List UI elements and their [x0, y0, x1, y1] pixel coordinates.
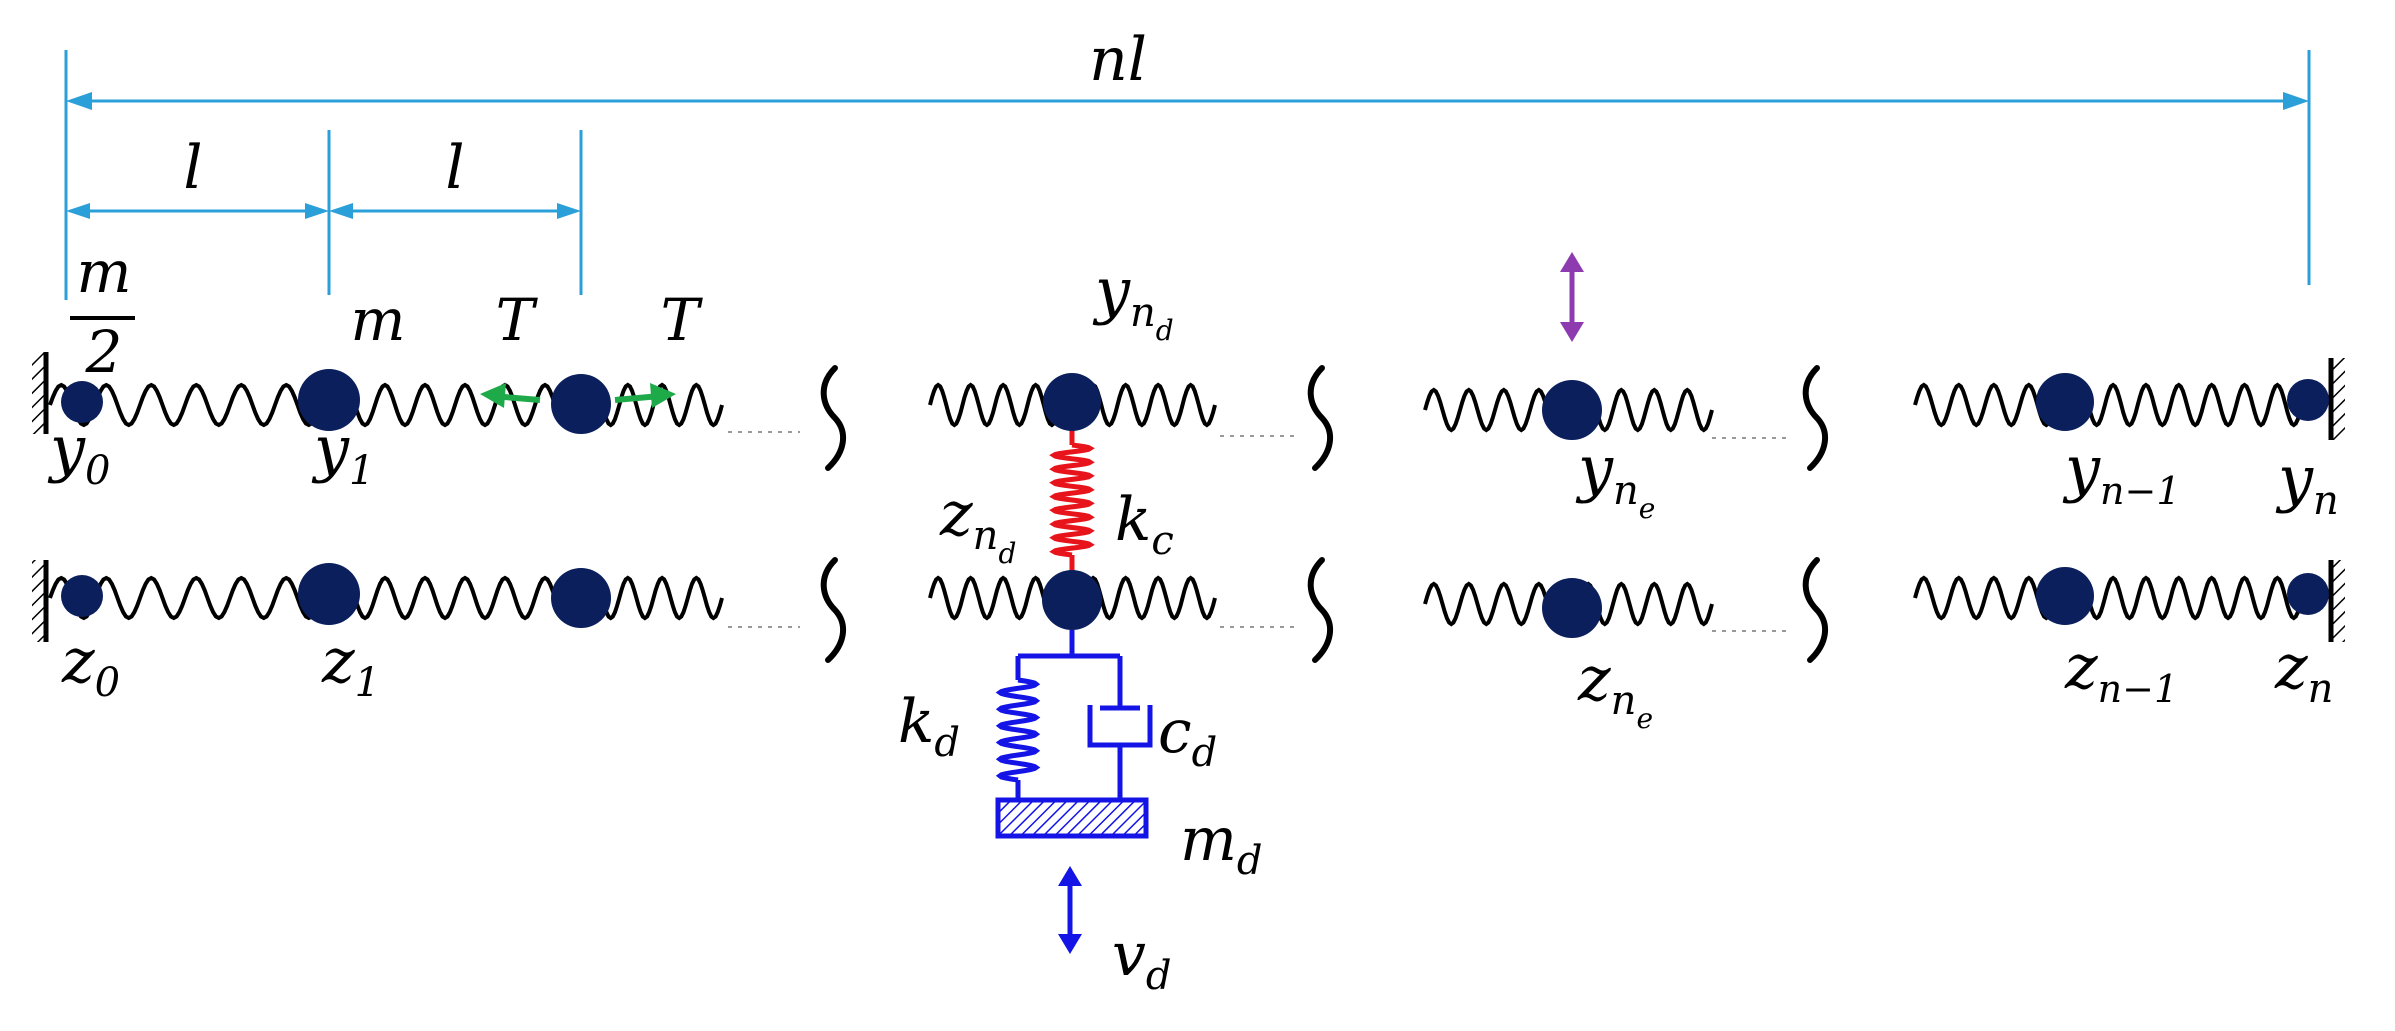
- tmd-velocity-label: vd: [1112, 920, 1172, 999]
- cable-spring-segment: [1083, 382, 1217, 428]
- half-mass-numerator: m: [77, 238, 132, 306]
- tension-label-right: T: [661, 286, 704, 354]
- dimension-lines: [64, 50, 2311, 300]
- dimension-arrowheads: [66, 92, 2309, 219]
- node-label-y1: y1: [311, 412, 374, 494]
- node-label-ynd: ynd: [1092, 254, 1174, 347]
- cable-spring-segment: [2070, 382, 2304, 428]
- node-label-zn: zn: [2274, 630, 2333, 712]
- mass-node-zne: [1542, 578, 1602, 638]
- mass-node-yn-1: [2036, 373, 2094, 431]
- damper-assembly: [995, 630, 1153, 800]
- mass-node-zn-1: [2036, 567, 2094, 625]
- cable-spring-segment: [1578, 581, 1714, 627]
- tmd-mass-md: [995, 797, 1149, 839]
- node-label-yne: yne: [1575, 432, 1655, 525]
- tmd-spring-kd: [995, 677, 1041, 783]
- mass-node-z0: [61, 575, 103, 617]
- cable-spring-segment: [333, 575, 577, 621]
- mass-node-yne: [1542, 380, 1602, 440]
- mass-node-zn: [2287, 573, 2329, 615]
- support-left-bottom: [32, 560, 46, 642]
- mass-node-y2: [551, 374, 611, 434]
- half-mass-denominator: 2: [85, 318, 123, 386]
- cable-spring-segment: [1423, 581, 1567, 627]
- node-label-y0: y0: [47, 412, 110, 494]
- cable-spring-segment: [1913, 575, 2057, 621]
- tmd-stiffness-label: kd: [898, 687, 960, 766]
- mass-node-z2: [551, 568, 611, 628]
- node-label-z0: z0: [61, 624, 120, 706]
- mass-node-ynd: [1043, 373, 1101, 431]
- cable-spring-segment: [583, 575, 724, 621]
- cable-spring-segment: [2070, 575, 2304, 621]
- tmd-dashpot-cd: [1087, 705, 1153, 748]
- cable-spring-segment: [1578, 387, 1714, 433]
- cable-spring-segment: [1913, 382, 2057, 428]
- cable-spring-segment: [928, 575, 1062, 621]
- cable-spring-segment: [1423, 387, 1567, 433]
- mass-label-m: m: [351, 286, 406, 354]
- node-label-z1: z1: [321, 624, 380, 706]
- cable-spring-segment: [333, 382, 577, 428]
- tension-arrows: [480, 383, 676, 408]
- dim-label-total: nl: [1089, 25, 1147, 95]
- support-right-top: [2331, 358, 2345, 440]
- node-label-yn1: yn−1: [2062, 432, 2181, 513]
- excitation-arrow: [1560, 252, 1584, 342]
- tension-arrow-left: [480, 383, 506, 408]
- fixed-supports: [32, 352, 2345, 642]
- cable-spring-segment: [1083, 575, 1217, 621]
- half-mass-label: m 2: [70, 238, 135, 386]
- mass-node-y1: [298, 369, 360, 431]
- node-label-zne: zne: [1577, 642, 1653, 735]
- break-marks: [820, 365, 1828, 663]
- node-label-znd: znd: [939, 477, 1016, 570]
- dim-label-seg2: l: [445, 133, 464, 203]
- mass-node-z1: [298, 563, 360, 625]
- tmd-mass-label: md: [1180, 805, 1263, 884]
- continuation-dashes: [728, 431, 1792, 632]
- mass-node-znd: [1042, 570, 1102, 630]
- damper-velocity-arrow: [1058, 866, 1082, 954]
- tmd-damping-label: cd: [1158, 697, 1217, 776]
- tension-label-left: T: [496, 286, 539, 354]
- coupling-spring-kc: [1049, 425, 1095, 575]
- dim-label-seg1: l: [183, 133, 202, 203]
- node-label-yn: yn: [2275, 442, 2339, 524]
- mass-nodes: [61, 369, 2329, 638]
- node-label-zn1: zn−1: [2064, 630, 2178, 711]
- coupling-stiffness-label: kc: [1115, 485, 1174, 564]
- mass-node-yn: [2287, 379, 2329, 421]
- tension-arrow-right: [650, 383, 676, 408]
- cable-spring-segment: [928, 382, 1062, 428]
- support-right-bottom: [2331, 560, 2345, 642]
- spring-chains: [48, 382, 2304, 627]
- mass-node-y0: [61, 381, 103, 423]
- support-left-top: [32, 352, 46, 434]
